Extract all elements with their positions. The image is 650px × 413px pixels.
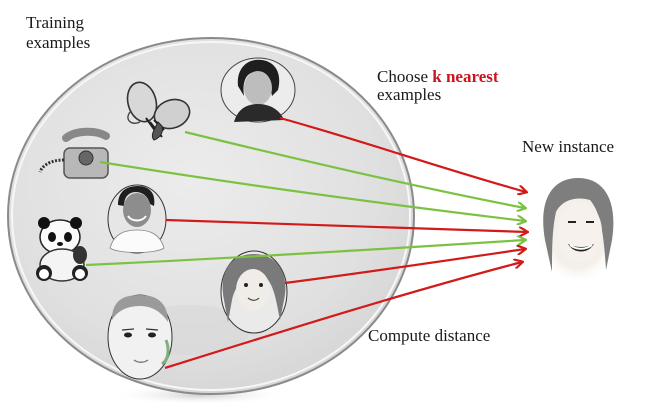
- boy-portrait-icon: [107, 294, 173, 380]
- choose-label-line1: Choose k nearest: [377, 67, 499, 86]
- k-nearest-highlight: k nearest: [432, 67, 499, 86]
- smiling-woman-portrait-icon: [538, 178, 618, 284]
- new-instance-label: New instance: [522, 137, 615, 156]
- training-label-line1: Training: [26, 13, 84, 32]
- training-examples-label: Training examples: [26, 13, 90, 53]
- arrow-boy: [164, 262, 522, 370]
- distance-arrows: [85, 116, 527, 370]
- girl-portrait-icon: [220, 250, 288, 334]
- choose-label-line2: examples: [377, 85, 442, 104]
- woman-portrait-icon: [220, 57, 296, 123]
- training-set-ellipse: [7, 37, 415, 395]
- butterfly-icon: [126, 81, 191, 141]
- arrow-woman-top: [279, 116, 526, 192]
- man-portrait-icon: [107, 184, 167, 254]
- arrow-panda: [85, 240, 525, 267]
- arrow-girl: [284, 249, 525, 285]
- choose-k-nearest-label: Choose k nearest examples: [377, 67, 499, 105]
- arrow-telephone: [99, 160, 525, 221]
- panda-toy-icon: [36, 217, 88, 282]
- arrow-butterfly: [184, 130, 525, 208]
- compute-distance-label: Compute distance: [368, 326, 491, 345]
- arrow-man: [165, 218, 527, 232]
- training-label-line2: examples: [26, 33, 91, 52]
